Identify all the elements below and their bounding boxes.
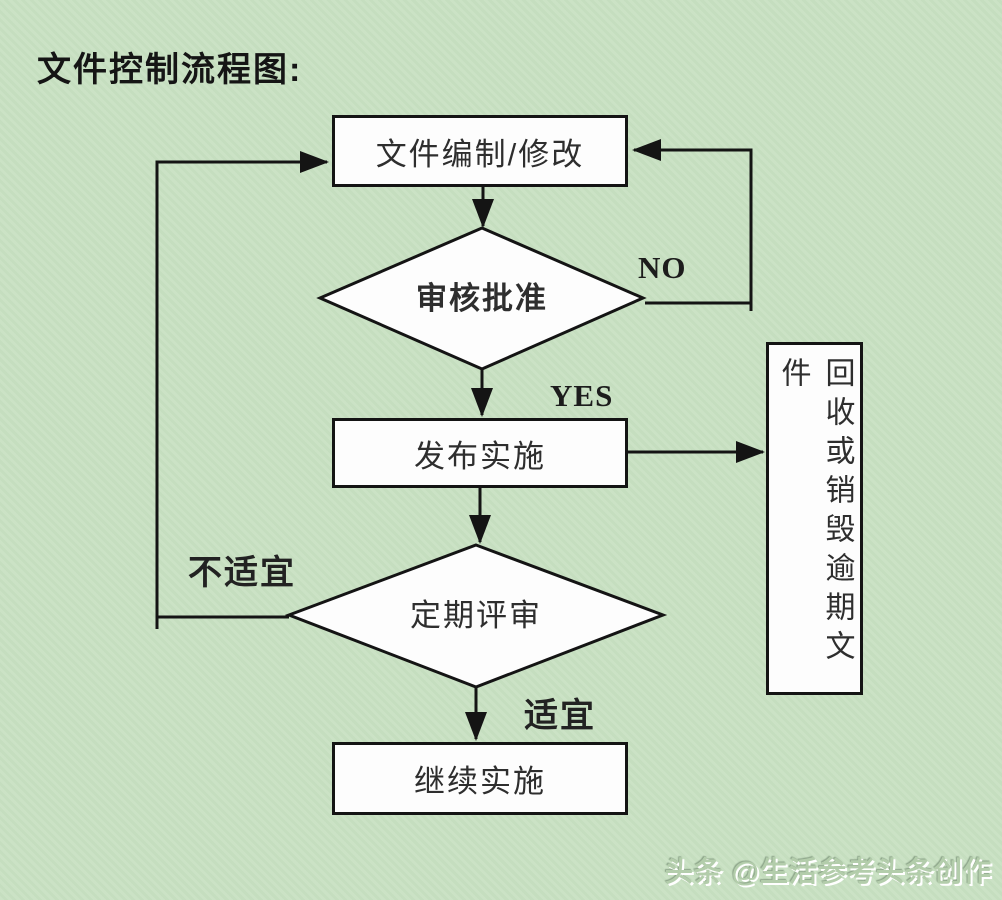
page-title: 文件控制流程图: (37, 51, 303, 89)
node-continue-label: 继续实施 (414, 764, 546, 799)
node-continue: 继续实施 (332, 742, 628, 815)
node-edit-label: 文件编制/修改 (375, 136, 585, 172)
edge-unsuitable-loop (155, 151, 329, 619)
edge-label-unsuitable: 不适宜 (188, 554, 296, 592)
node-edit: 文件编制/修改 (332, 115, 628, 187)
edge-label-yes: YES (550, 378, 614, 413)
node-periodic-review-label: 定期评审 (410, 598, 542, 633)
node-recycle-label: 回收或销毁逾期文件 (776, 357, 854, 669)
edge-no-loop (632, 139, 753, 305)
watermark-text: 头条 @生活参考头条创作 (664, 856, 992, 887)
edge-label-no: NO (638, 250, 687, 285)
node-recycle: 回收或销毁逾期文件 (766, 342, 863, 695)
node-review-label: 审核批准 (416, 281, 548, 316)
node-release-label: 发布实施 (414, 438, 546, 474)
edge-label-suitable: 适宜 (524, 697, 596, 735)
node-release: 发布实施 (332, 418, 628, 488)
